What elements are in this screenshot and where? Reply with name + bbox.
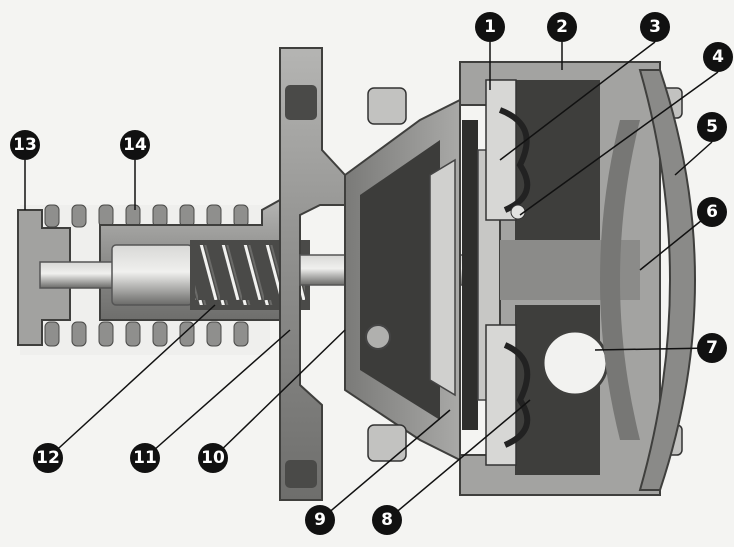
plunger [111,244,193,306]
callout-8: 8 [372,505,402,535]
upper-seal-assembly [485,79,531,221]
callout-4: 4 [703,42,733,72]
callout-14: 14 [120,130,150,160]
callout-3: 3 [640,12,670,42]
mounting-flange [279,47,346,501]
callout-11: 11 [130,443,160,473]
callout-5: 5 [697,112,727,142]
callout-12: 12 [33,443,63,473]
callout-13: 13 [10,130,40,160]
diaphragm [462,120,478,430]
callout-10: 10 [198,443,228,473]
air-port [541,329,609,397]
callout-6: 6 [697,197,727,227]
diaphragm-plate [429,158,456,397]
callout-9: 9 [305,505,335,535]
callout-7: 7 [697,333,727,363]
rear-cover [638,69,696,491]
callout-1: 1 [475,12,505,42]
lower-seal-assembly [485,324,531,466]
leader-lines [24,41,719,521]
callout-2: 2 [547,12,577,42]
